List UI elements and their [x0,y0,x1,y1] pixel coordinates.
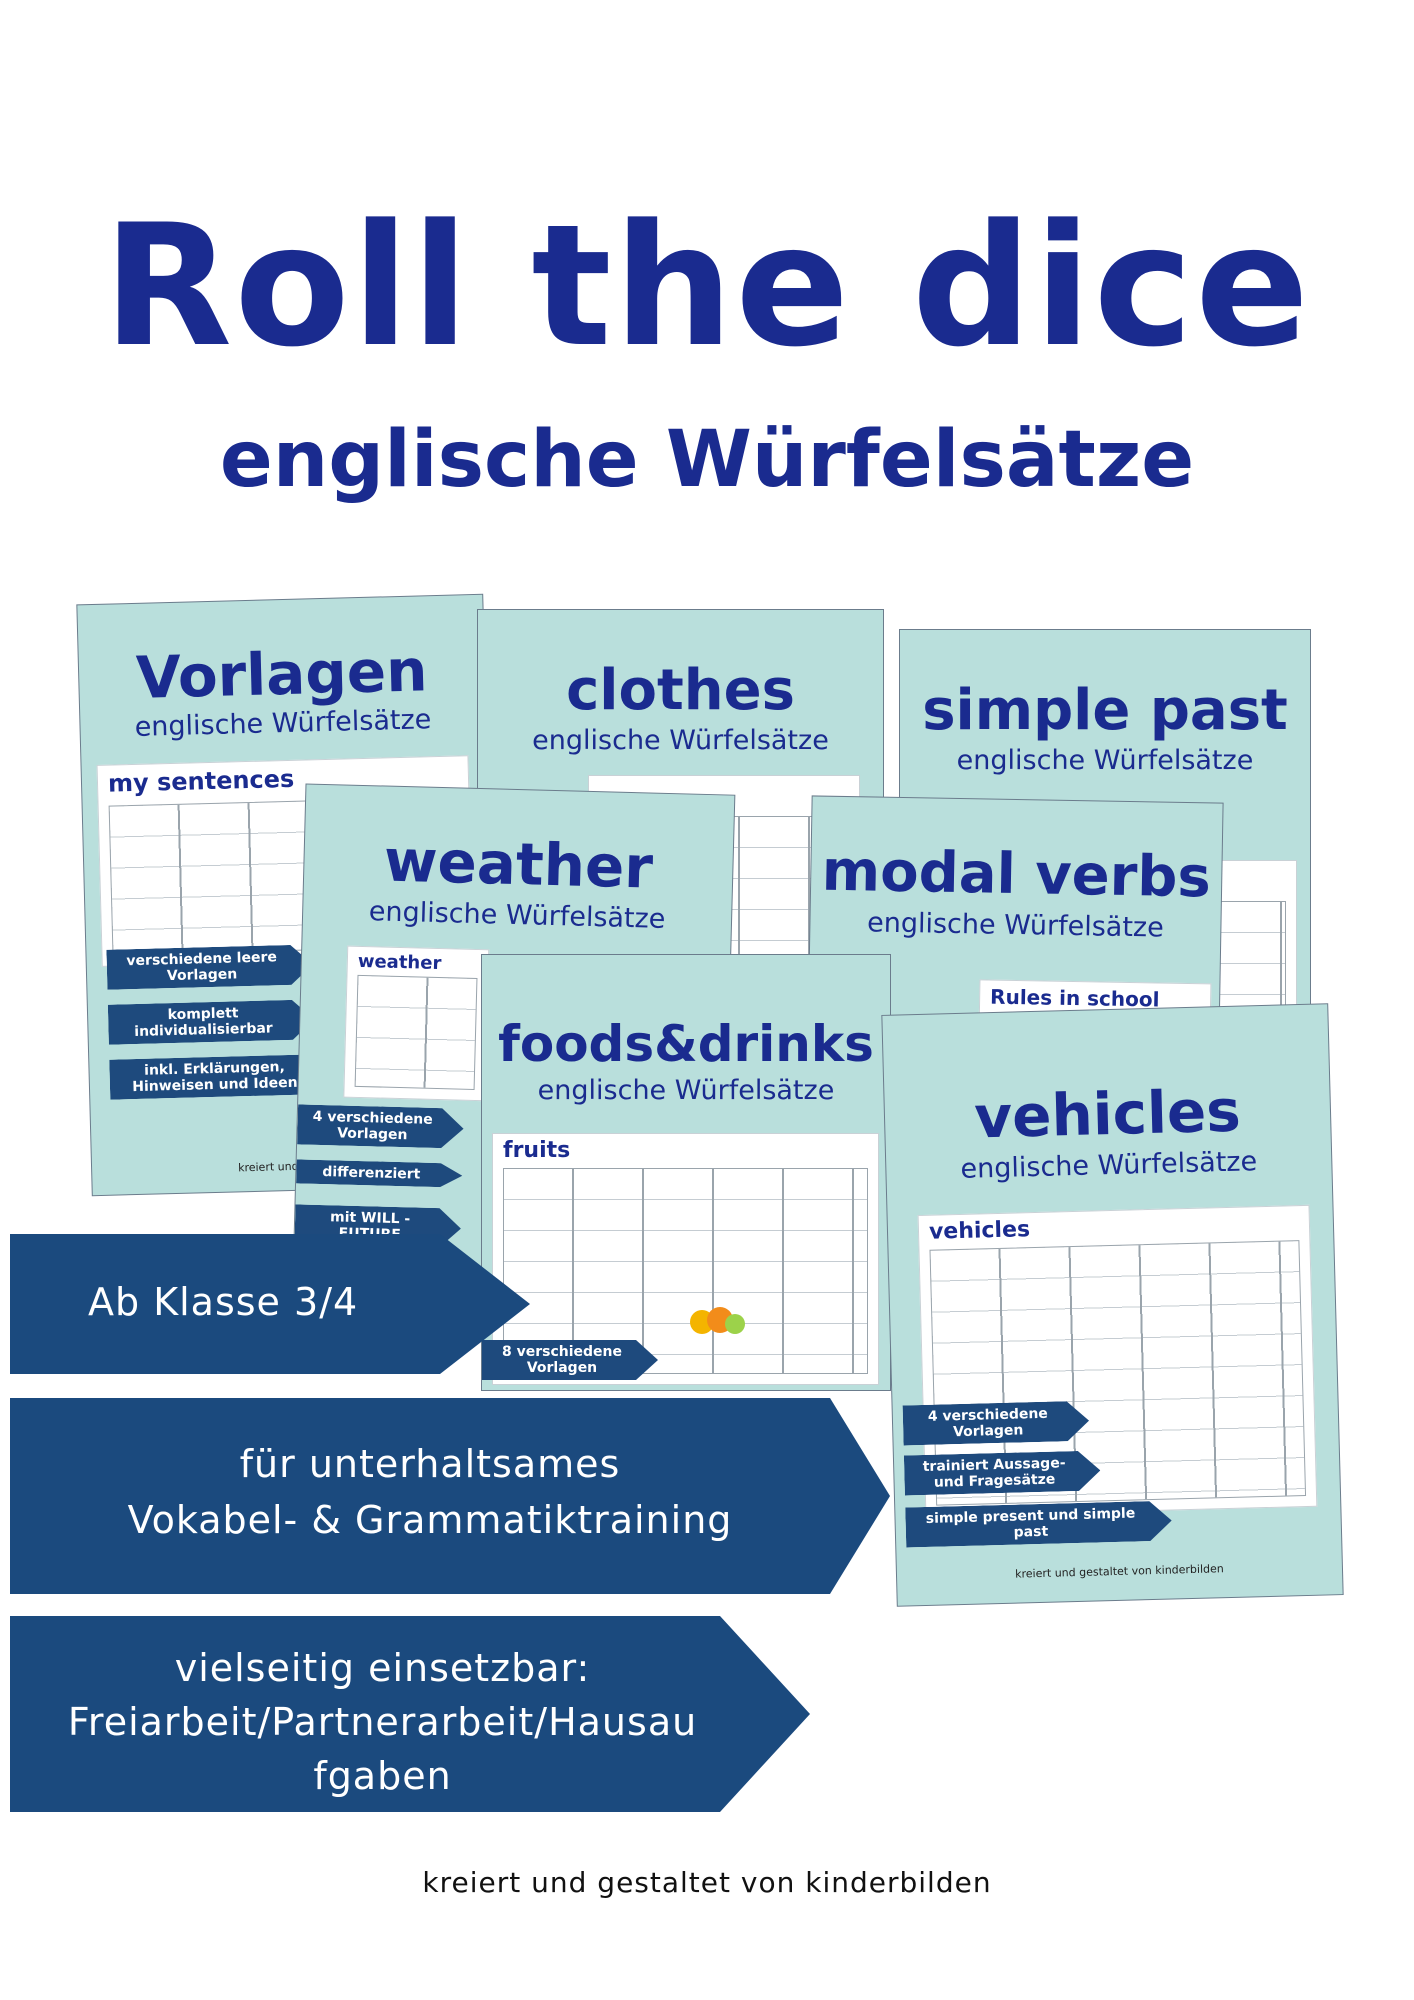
usage-line-2: Freiarbeit/Partnerarbeit/Hausau [67,1700,698,1744]
purpose-line-2: Vokabel- & Grammatiktraining [127,1498,733,1542]
footer-credit: kreiert und gestaltet von kinderbilden [422,1866,992,1899]
product-card-foods-drinks: foods&drinks englische Würfelsätze fruit… [482,955,890,1390]
worksheet-title: weather [357,950,442,975]
card-subtitle: englische Würfelsätze [537,1075,835,1106]
card-subtitle: englische Würfelsätze [532,725,829,756]
feature-label: 8 verschiedene Vorlagen [482,1340,658,1380]
card-title: simple past [922,678,1288,743]
product-card-vehicles: vehicles englische Würfelsätze vehicles … [882,1004,1343,1606]
card-title: clothes [566,658,795,723]
worksheet-title: my sentences [107,764,295,798]
card-subtitle: englische Würfelsätze [956,745,1254,776]
usage-banner: vielseitig einsetzbar: Freiarbeit/Partne… [10,1616,810,1812]
card-title: modal verbs [821,838,1212,911]
grade-label: Ab Klasse 3/4 [88,1280,359,1324]
usage-line-1: vielseitig einsetzbar: [174,1646,591,1690]
worksheet-preview: weather [343,945,490,1102]
card-title: vehicles [973,1076,1242,1152]
feature-label: 4 verschiedene Vorlagen [903,1401,1090,1446]
feature-label: simple present und simple past [905,1501,1172,1548]
fruit-basket-icon [687,1300,747,1340]
card-title: Vorlagen [135,636,429,712]
feature-label: trainiert Aussage- und Fragesätze [904,1450,1101,1495]
grade-banner: Ab Klasse 3/4 [10,1234,530,1374]
worksheet-title: fruits [503,1138,571,1163]
feature-label: differenziert [296,1159,463,1187]
page-subtitle: englische Würfelsätze [219,415,1195,505]
feature-label: komplett individualisierbar [108,999,315,1044]
feature-label: 4 verschiedene Vorlagen [297,1104,464,1148]
worksheet-title: Rules in school [989,984,1160,1012]
purpose-banner: für unterhaltsames Vokabel- & Grammatikt… [10,1398,890,1594]
card-subtitle: englische Würfelsätze [866,907,1164,944]
feature-label: verschiedene leere Vorlagen [106,944,313,989]
card-title: weather [383,826,654,902]
worksheet-grid [354,974,478,1090]
card-title: foods&drinks [498,1015,874,1073]
worksheet-grid [503,1168,868,1374]
card-credit: kreiert und gestaltet von kinderbilden [1014,1562,1224,1581]
worksheet-preview: fruits [492,1133,879,1385]
worksheet-title: vehicles [928,1217,1031,1245]
usage-line-3: fgaben [313,1754,452,1798]
purpose-line-1: für unterhaltsames [239,1442,621,1486]
page-title: Roll the dice [102,188,1312,384]
